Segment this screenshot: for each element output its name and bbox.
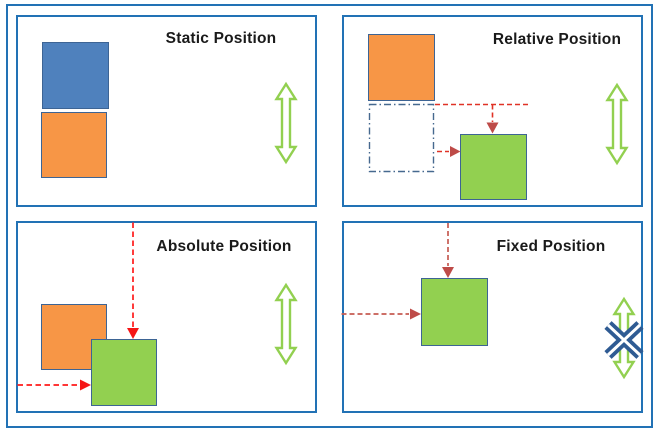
scroll-arrow-icon: [606, 83, 628, 165]
panel-absolute: [16, 221, 317, 413]
static-orange-box: [41, 112, 107, 178]
no-scroll-x-icon: [604, 321, 644, 359]
absolute-offset-arrows: [17, 222, 139, 391]
scroll-arrow-icon: [275, 82, 297, 164]
fixed-offset-arrows: [341, 223, 454, 320]
panel-title-static: Static Position: [165, 30, 277, 47]
relative-offset-arrows: [435, 103, 530, 157]
static-blue-box: [42, 42, 109, 109]
panel-title-absolute: Absolute Position: [156, 238, 292, 255]
relative-green-box: [460, 134, 527, 200]
ghost-original-position-box: [368, 103, 435, 173]
panel-title-fixed: Fixed Position: [496, 238, 606, 255]
fixed-green-box: [421, 278, 488, 346]
relative-orange-box: [368, 34, 435, 101]
outer-frame: [6, 4, 653, 428]
panel-fixed: [342, 221, 643, 413]
panel-title-relative: Relative Position: [492, 31, 622, 48]
absolute-green-box: [91, 339, 157, 406]
scroll-arrow-icon: [275, 283, 297, 365]
